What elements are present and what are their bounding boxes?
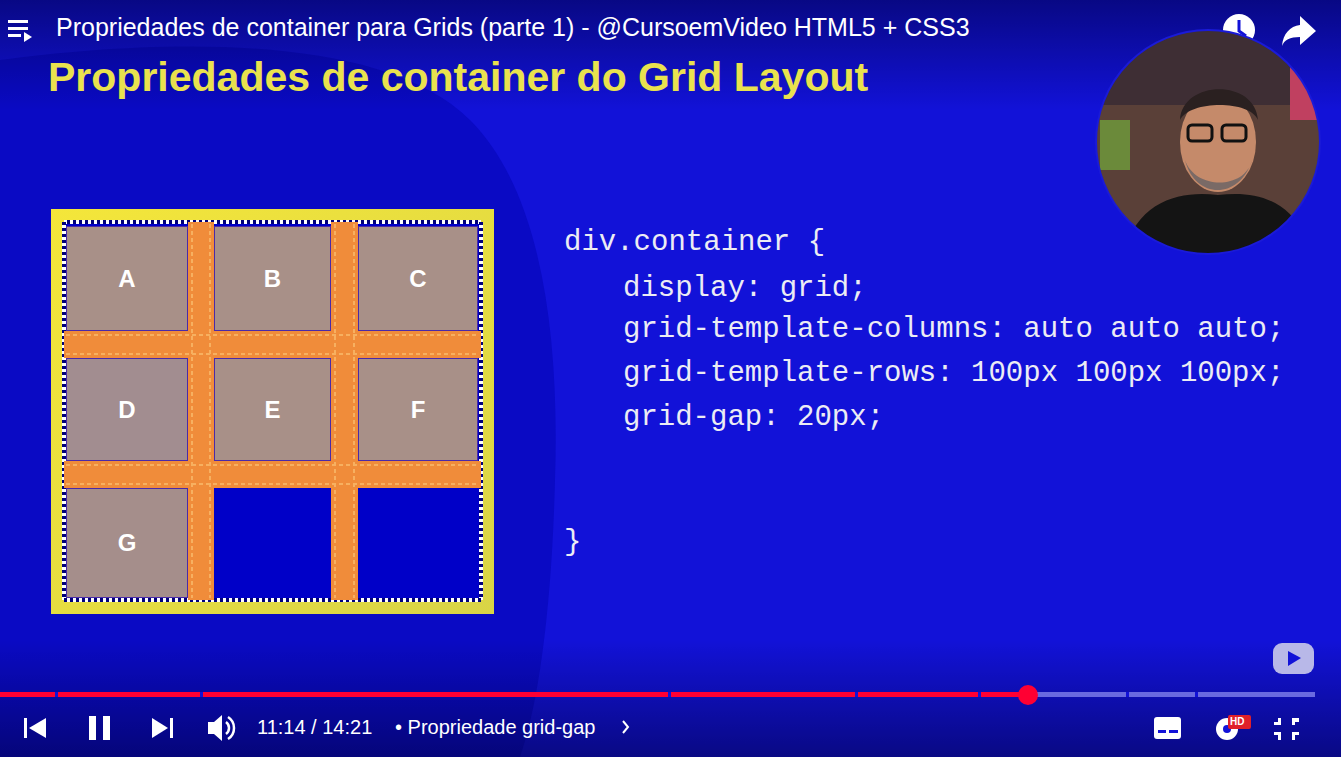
grid-item-letter: G <box>118 529 137 557</box>
empty-cell <box>214 488 331 598</box>
progress-played <box>0 692 1028 697</box>
grid-item-letter: E <box>264 396 280 424</box>
grid-item-letter: C <box>409 265 426 293</box>
container-dotted-outline <box>64 222 481 600</box>
code-line: grid-template-columns: auto auto auto; <box>623 313 1284 346</box>
row-gap <box>64 331 481 358</box>
empty-cell <box>358 488 478 598</box>
share-icon <box>1282 16 1316 46</box>
grid-item: C <box>358 226 478 331</box>
channel-watermark <box>1273 643 1314 674</box>
presenter-avatar <box>1090 25 1330 270</box>
grid-item: A <box>66 226 188 331</box>
top-shade <box>0 0 1341 110</box>
progress-track <box>0 692 1315 697</box>
code-line: grid-gap: 20px; <box>623 401 884 434</box>
container-dotted-outline <box>64 222 481 600</box>
grid-container-border <box>51 209 494 614</box>
subtitle-lines <box>1158 730 1178 733</box>
column-gap <box>331 222 358 600</box>
video-title: Propriedades de container para Grids (pa… <box>56 13 970 42</box>
grid-item-letter: A <box>118 265 135 293</box>
grid-item: D <box>66 358 188 461</box>
code-line: } <box>564 526 581 559</box>
gap-hatching <box>66 224 479 598</box>
hd-label: HD <box>1230 716 1244 727</box>
hd-badge <box>1228 715 1251 729</box>
grid-item-letter: B <box>264 265 281 293</box>
chapter-name: • Propriedade grid-gap <box>395 716 595 739</box>
grid-item-letter: D <box>118 396 135 424</box>
grid-item: G <box>66 488 188 598</box>
grid-item: E <box>214 358 331 461</box>
player-controls <box>24 715 1299 741</box>
slide-title: Propriedades de container do Grid Layout <box>48 54 868 101</box>
grid-item: B <box>214 226 331 331</box>
grid-item: F <box>358 358 478 461</box>
code-line: div.container { <box>564 226 825 259</box>
progress-handle <box>1018 685 1038 705</box>
row-gap <box>64 461 481 488</box>
avatar-ring <box>1096 30 1320 254</box>
grid-item-letter: F <box>411 396 426 424</box>
column-gap <box>188 222 214 600</box>
time-display: 11:14 / 14:21 <box>257 716 372 739</box>
code-line: grid-template-rows: 100px 100px 100px; <box>623 357 1284 390</box>
code-line: display: grid; <box>623 272 867 305</box>
grid-container <box>64 222 481 600</box>
bottom-shade <box>0 640 1341 757</box>
playlist-icon <box>8 20 32 42</box>
